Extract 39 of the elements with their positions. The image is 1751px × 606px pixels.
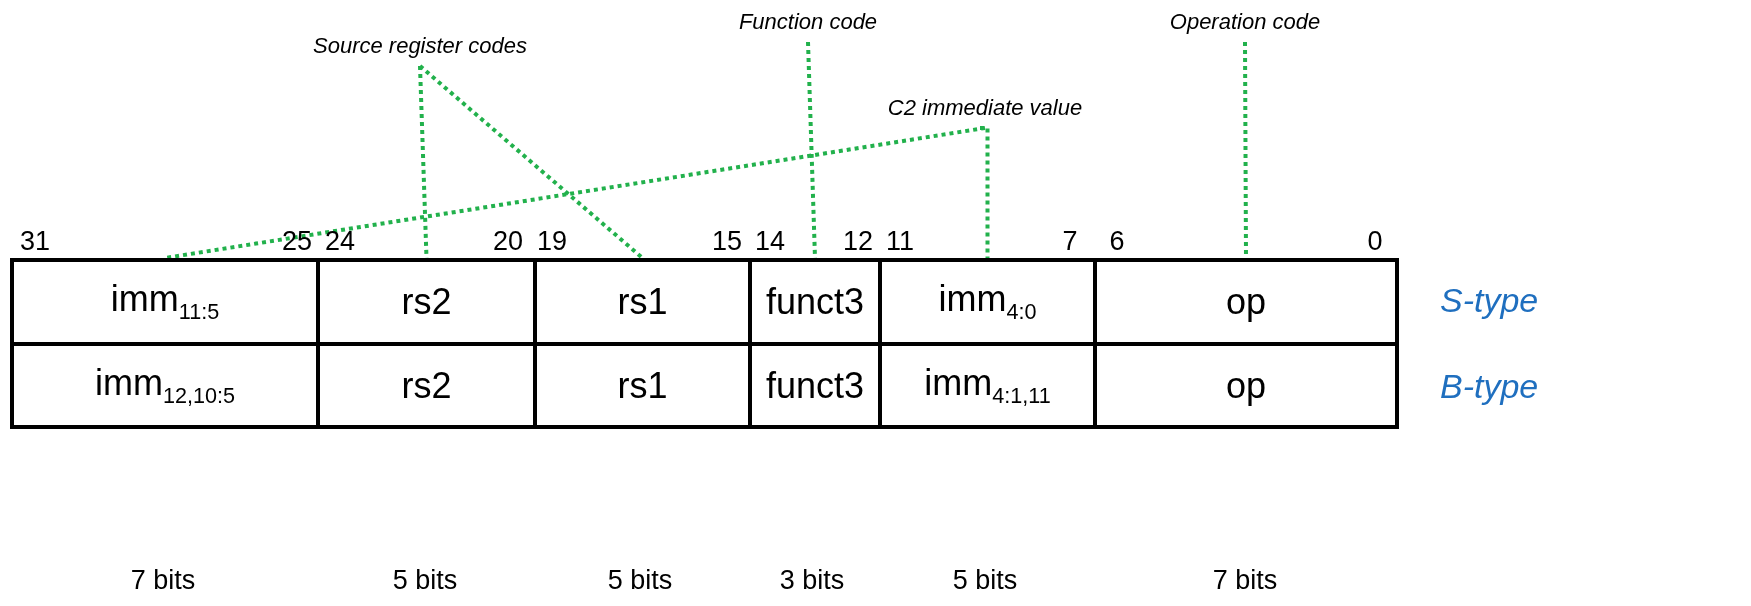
format-name: S-type [1440,280,1539,320]
bit-number: 15 [712,226,742,256]
bit-number: 24 [325,226,355,256]
bit-number: 19 [537,226,567,256]
field-name: funct3 [765,281,865,323]
field-name: rs1 [617,281,668,323]
field-name: imm$_{12,10:5}$ [95,361,235,410]
field-width: 7 bits [1212,565,1278,595]
field-name: imm$_{4:1,11}$ [924,361,1051,410]
format-name: B-type [1440,366,1539,406]
field-width: 5 bits [952,565,1018,595]
field-name: funct3 [765,364,865,407]
bit-number: 20 [493,226,523,256]
bit-number: 31 [20,226,50,256]
leader-line [418,64,644,260]
field-width: 3 bits [779,565,845,595]
field-name: rs1 [617,364,668,407]
bit-number: 0 [1367,226,1383,256]
leader-line [980,126,990,258]
callout-text: Operation code [1169,10,1321,34]
field-name: rs2 [401,364,452,407]
bit-number: 6 [1109,226,1125,256]
bit-number: 12 [843,226,873,256]
leader-line [164,126,986,260]
field-name: op [1225,281,1266,323]
bit-number: 11 [886,226,914,256]
field-name: imm$_{4:0}$ [938,278,1037,326]
field-name: imm$_{11:5}$ [110,278,220,326]
callout-text: Source register codes [313,34,527,58]
field-width: 5 bits [392,565,458,595]
callout-text: Function code [738,10,878,34]
field-name: op [1225,364,1266,407]
bit-number: 7 [1062,226,1078,256]
bit-number: 14 [755,226,785,256]
field-width: 5 bits [607,565,673,595]
bit-number: 25 [282,226,312,256]
field-width: 7 bits [130,565,196,595]
field-name: rs2 [401,281,452,323]
callout-text: C2 immediate value [887,96,1083,120]
